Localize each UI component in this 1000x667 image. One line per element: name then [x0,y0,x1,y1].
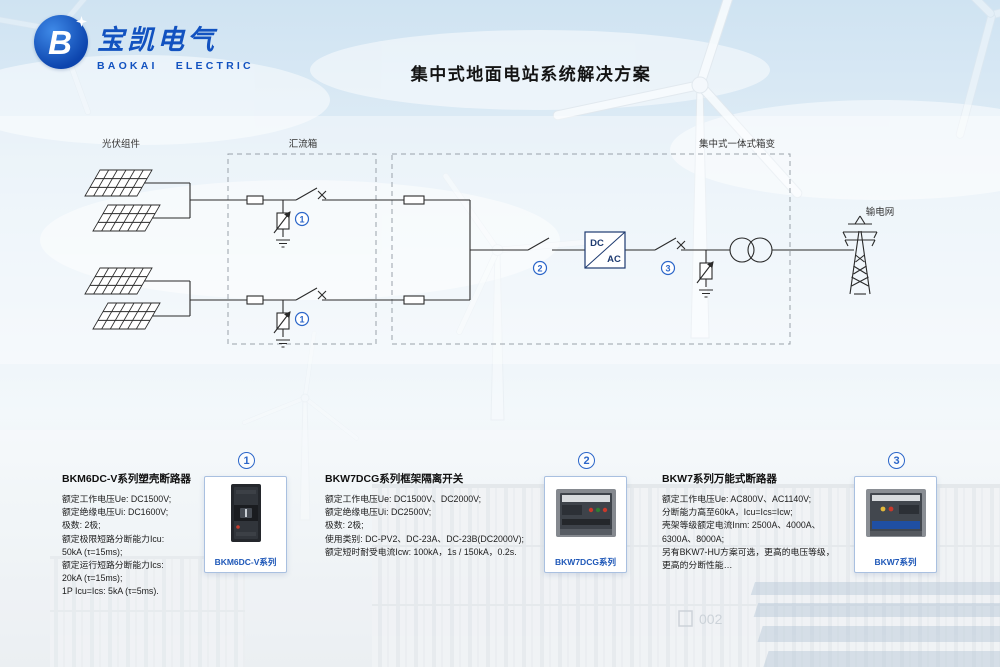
solar-field [750,582,1000,667]
product-3-info: BKW7系列万能式断路器 额定工作电压Ue: AC800V、AC1140V; 分断… [662,471,852,572]
spec-line: 分断能力高至60kA，Icu=Ics=Icw; [662,507,793,518]
product-2-specs: 额定工作电压Ue: DC1500V、DC2000V; 额定绝缘电压Ui: DC25… [325,493,540,559]
product-3-series-label: BKW7系列 [874,557,917,567]
spec-line: 另有BKW7-HU方案可选，更高的电压等级， [662,546,835,557]
frame-switch-product-image [555,489,616,537]
wind-turbine [240,322,374,521]
container-code: 002 [678,610,723,627]
spec-line: 1P Icu=Ics: 5kA (τ=5ms). [62,586,159,597]
logo-mark: B [34,15,88,69]
spec-line: 额定运行短路分断能力Ics: [62,559,164,570]
container-code-text: 002 [699,611,723,627]
logo-letter: B [48,23,72,61]
product-1-badge: 1 [238,452,255,469]
containers [50,556,245,667]
spec-line: 50kA (τ=15ms); [62,546,123,557]
spec-line: 额定极限短路分断能力Icu: [62,533,165,544]
fuse-icon [246,295,264,305]
spec-line: 20kA (τ=15ms); [62,573,123,584]
spec-line: 额定绝缘电压Ui: DC1600V; [62,507,169,518]
svg-text:3: 3 [665,263,670,273]
diagram-badge-2: 2 [532,260,548,276]
brand-name-en: BAOKAI ELECTRIC [97,60,254,72]
ac-label: AC [607,254,621,265]
product-2-series-label: BKW7DCG系列 [555,557,616,567]
svg-text:1: 1 [299,314,304,324]
spec-line: 额定工作电压Ue: DC1500V、DC2000V; [325,494,482,504]
spec-line: 极数: 2极; [325,520,364,531]
brand-logo: B 宝凯电气 BAOKAI ELECTRIC [34,15,254,72]
fuse-icon [403,195,425,205]
sparkle-icon [76,16,87,27]
fuse-icon [246,195,264,205]
svg-text:1: 1 [299,214,304,224]
pv-modules-label: 光伏组件 [102,138,141,150]
brand-name-cn: 宝凯电气 [97,25,217,55]
mccb-product-image [230,484,261,542]
spec-line: 壳架等级额定电流Inm: 2500A、4000A、 [662,520,821,531]
inverter-icon: DC AC [584,231,626,269]
transformer-icon [729,237,773,263]
diagram-badge-3: 3 [660,260,676,276]
product-1-card: BKM6DC-V系列 [204,476,287,573]
diagram-badge-1: 1 [294,211,310,227]
spec-line: 额定工作电压Ue: DC1500V; [62,494,172,504]
diagram-badge-1: 1 [294,311,310,327]
product-1-title: BKM6DC-V系列塑壳断路器 [62,473,191,485]
product-2-info: BKW7DCG系列框架隔离开关 额定工作电压Ue: DC1500V、DC2000… [325,471,540,559]
product-1-info: BKM6DC-V系列塑壳断路器 额定工作电压Ue: DC1500V; 额定绝缘电压… [62,471,212,599]
station-box-outline [391,153,791,345]
diagram-backdrop [0,116,1000,364]
spec-line: 更高的分断性能… [662,559,733,570]
breaker-cross-icon [317,190,686,300]
product-1-specs: 额定工作电压Ue: DC1500V; 额定绝缘电压Ui: DC1600V; 极数: … [62,493,212,599]
system-schematic: 光伏组件 汇流箱 集中式一体式箱变 输电网 [84,138,895,348]
surge-protector-icon [696,250,714,298]
product-3-card: BKW7系列 [854,476,937,573]
acb-product-image [865,489,926,537]
product-3-specs: 额定工作电压Ue: AC800V、AC1140V; 分断能力高至60kA，Icu=… [662,493,852,572]
combiner-box-label: 汇流箱 [289,138,318,150]
logo-text: 宝凯电气 BAOKAI ELECTRIC [97,15,254,72]
surge-protector-icon [273,200,291,248]
fuse-icon [403,295,425,305]
product-2-badge: 2 [578,452,595,469]
spec-line: 额定绝缘电压Ui: DC2500V; [325,507,432,518]
page-title: 集中式地面电站系统解决方案 [410,65,652,84]
product-1-series-label: BKM6DC-V系列 [214,557,277,567]
products-backdrop [0,430,1000,667]
station-label: 集中式一体式箱变 [699,138,776,150]
spec-line: 极数: 2极; [62,520,101,531]
svg-text:2: 2 [537,263,542,273]
surge-protector-icon [273,300,291,348]
dc-label: DC [590,238,604,249]
combiner-box-outline [227,153,377,345]
spec-line: 使用类别: DC-PV2、DC-23A、DC-23B(DC2000V); [325,533,524,544]
transmission-tower-icon [842,215,878,295]
spec-line: 6300A、8000A; [662,533,725,544]
product-2-title: BKW7DCG系列框架隔离开关 [325,473,464,485]
grid-label: 输电网 [866,206,895,218]
spec-line: 额定短时耐受电流Icw: 100kA，1s / 150kA，0.2s. [325,546,517,557]
product-3-badge: 3 [888,452,905,469]
product-2-card: BKW7DCG系列 [544,476,627,573]
spec-line: 额定工作电压Ue: AC800V、AC1140V; [662,494,812,504]
switch-blade-icon [295,187,677,301]
product-3-title: BKW7系列万能式断路器 [662,473,777,485]
